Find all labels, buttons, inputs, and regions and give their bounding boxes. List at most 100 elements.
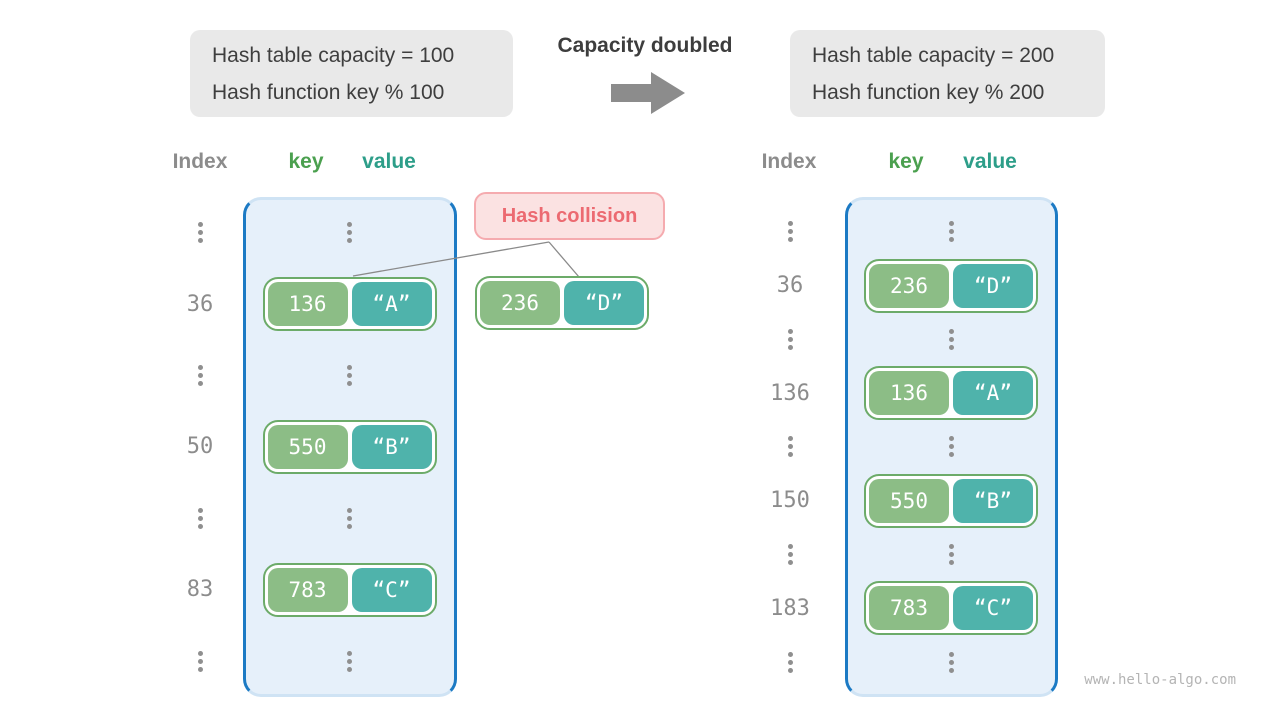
dot [948,444,954,450]
key-cell: 136 [267,282,348,327]
dot [197,365,203,371]
dot [948,221,954,227]
dot [948,237,954,243]
row-content [844,543,1058,567]
table-row: 83 783“C” [170,554,457,625]
dot [787,544,793,550]
index-label: 83 [186,577,214,603]
index-ellipsis [760,327,820,351]
dot [347,523,352,529]
dot [197,650,203,656]
ellipsis-dots [347,221,352,245]
row-content [242,506,457,530]
value-cell: “D” [953,263,1033,308]
key-cell: 550 [267,424,348,469]
key-value-pair: 783“C” [262,562,437,617]
key-value-pair: 136“A” [262,277,437,332]
dot [197,381,203,387]
row-content: 550“B” [242,419,457,474]
row-content: 236“D” [844,258,1058,313]
table-row: 150 550“B” [760,473,1058,528]
dot [197,373,203,379]
dot [787,344,793,350]
index-ellipsis [170,649,230,673]
row-content [844,435,1058,459]
dot [787,659,793,665]
capacity-info-box-before: Hash table capacity = 100 Hash function … [190,30,513,117]
row-content [844,650,1058,674]
value-cell: “C” [953,586,1033,631]
ellipsis-dots [948,220,954,244]
dot [787,328,793,334]
row-content [844,220,1058,244]
ellipsis-dots [948,435,954,459]
table-row [170,197,457,268]
dot [787,229,793,235]
table-row [170,626,457,697]
ellipsis-dots [197,506,203,530]
row-content: 550“B” [844,473,1058,528]
ellipsis-dots [347,364,352,388]
dot [347,365,352,371]
capacity-info-box-after: Hash table capacity = 200 Hash function … [790,30,1105,117]
dot [787,560,793,566]
row-content [242,364,457,388]
dot [787,651,793,657]
table-row [760,313,1058,367]
dot [347,666,352,672]
key-cell: 236 [869,263,949,308]
capacity-doubled-label: Capacity doubled [557,34,733,57]
column-header-key: key [288,150,324,173]
row-content [242,221,457,245]
index-ellipsis [170,221,230,245]
value-cell: “D” [564,281,644,325]
table-row [760,635,1058,689]
dot [948,651,954,657]
dot [787,667,793,673]
ellipsis-dots [347,649,352,673]
dot [787,237,793,243]
table-row [760,420,1058,474]
index-label: 150 [770,488,810,514]
hash-collision-badge: Hash collision [474,192,665,240]
ellipsis-dots [197,221,203,245]
index-ellipsis [760,220,820,244]
ellipsis-dots [787,650,793,674]
ellipsis-dots [787,543,793,567]
dot [948,436,954,442]
dot [948,544,954,550]
right-arrow-icon [611,72,685,114]
dot [347,515,352,521]
index-ellipsis [760,543,820,567]
index-ellipsis [170,364,230,388]
dot [948,344,954,350]
table-row [760,528,1058,582]
ellipsis-dots [787,327,793,351]
index-ellipsis [170,506,230,530]
ellipsis-dots [948,543,954,567]
row-content: 136“A” [844,366,1058,421]
dot [197,507,203,513]
index-ellipsis [760,435,820,459]
dot [787,221,793,227]
dot [787,336,793,342]
index-label: 136 [770,380,810,406]
column-header-index: Index [172,150,228,173]
key-value-pair: 550“B” [262,419,437,474]
dot [197,523,203,529]
dot [787,452,793,458]
dot [948,229,954,235]
value-cell: “A” [953,371,1033,416]
capacity-line: Hash table capacity = 100 [212,44,455,67]
table-row: 136 136“A” [760,366,1058,421]
key-cell: 550 [869,478,949,523]
table-row [170,340,457,411]
dot [347,373,352,379]
ellipsis-dots [948,650,954,674]
row-content [242,649,457,673]
ellipsis-dots [197,649,203,673]
dot [347,238,352,244]
